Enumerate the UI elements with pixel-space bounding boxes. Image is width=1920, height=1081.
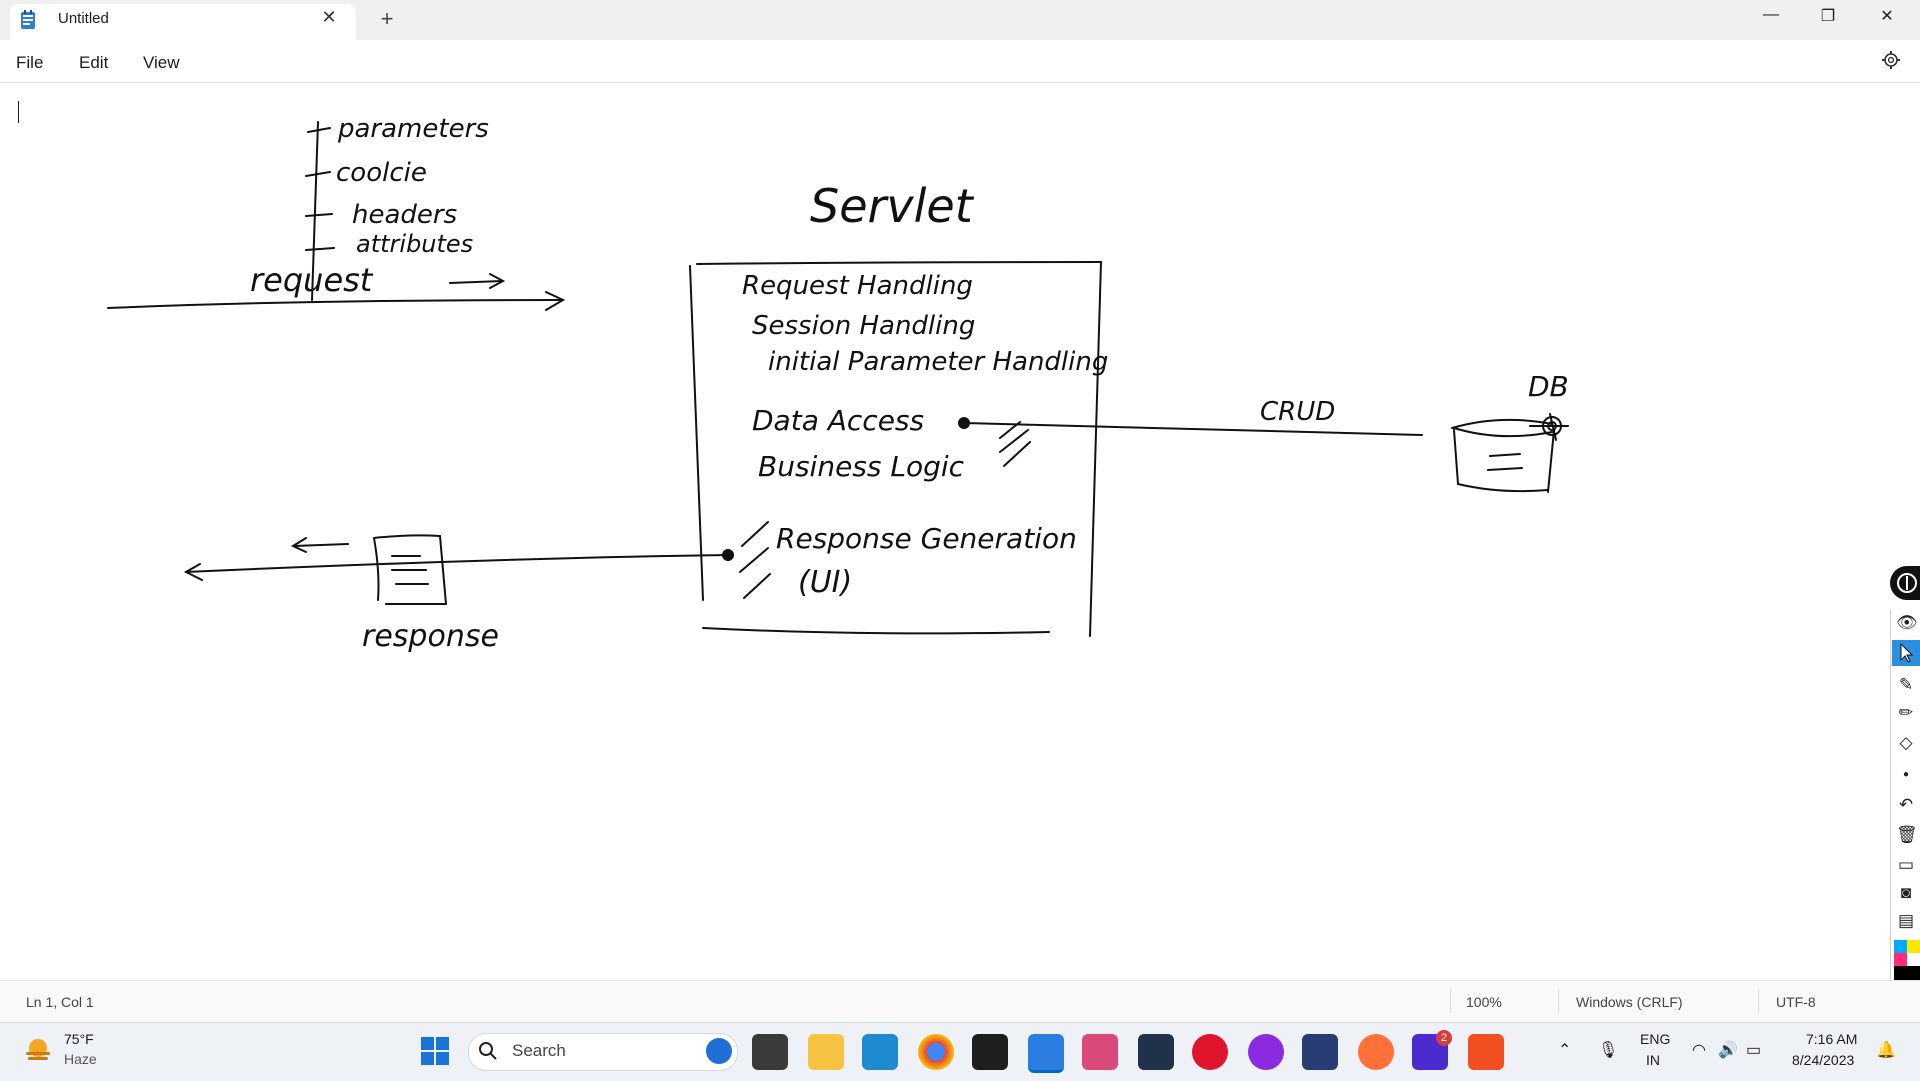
language-top[interactable]: ENG xyxy=(1640,1031,1671,1047)
microphone-icon[interactable]: 🎙 xyxy=(1598,1042,1619,1059)
dot-size-icon[interactable]: ● xyxy=(1902,769,1910,780)
chevron-up-icon[interactable]: ⌃ xyxy=(1558,1042,1572,1059)
trash-icon[interactable]: 🗑 xyxy=(1896,825,1918,844)
paint-icon[interactable] xyxy=(1082,1034,1118,1070)
status-divider xyxy=(1450,989,1451,1013)
menu-view[interactable]: View xyxy=(143,53,180,72)
encoding[interactable]: UTF-8 xyxy=(1776,994,1816,1010)
notification-badge: 2 xyxy=(1436,1030,1452,1046)
new-tab-button[interactable]: + xyxy=(380,6,394,31)
servlet-item-6: (UI) xyxy=(798,565,852,600)
mask-app-icon[interactable] xyxy=(1248,1034,1284,1070)
servlet-item-2: initial Parameter Handling xyxy=(768,347,1108,377)
servlet-item-1: Session Handling xyxy=(752,311,975,341)
file-explorer-icon[interactable] xyxy=(808,1034,844,1070)
ink-toolbar xyxy=(1890,610,1920,1002)
db-label: DB xyxy=(1528,370,1569,403)
language-bottom[interactable]: IN xyxy=(1646,1052,1660,1068)
request-attr-0: parameters xyxy=(337,114,489,144)
search-icon xyxy=(478,1041,498,1061)
request-label: request xyxy=(250,261,374,299)
terminal-icon[interactable] xyxy=(972,1034,1008,1070)
weather-icon[interactable] xyxy=(22,1034,54,1066)
vscode-icon[interactable] xyxy=(862,1034,898,1070)
eye-icon[interactable]: 👁 xyxy=(1896,613,1918,632)
start-button[interactable] xyxy=(418,1034,452,1068)
crud-label: CRUD xyxy=(1260,397,1335,427)
pen-icon[interactable]: ✏ xyxy=(1898,703,1914,722)
notifications-icon[interactable]: 🔔 xyxy=(1876,1042,1896,1059)
weather-desc: Haze xyxy=(64,1051,97,1067)
minimize-button[interactable]: — xyxy=(1763,6,1779,23)
undo-icon[interactable]: ↶ xyxy=(1898,795,1914,814)
search-placeholder: Search xyxy=(512,1041,566,1060)
battery-icon[interactable]: ▭ xyxy=(1746,1042,1762,1059)
chrome-icon[interactable] xyxy=(918,1034,954,1070)
menu-file[interactable]: File xyxy=(16,53,44,72)
tab-close-icon[interactable]: ✕ xyxy=(321,7,337,27)
highlighter-icon[interactable]: ✎ xyxy=(1898,675,1914,694)
status-divider xyxy=(1558,989,1559,1013)
servlet-item-4: Business Logic xyxy=(758,450,965,483)
text-caret xyxy=(18,101,19,123)
board-icon[interactable]: ▭ xyxy=(1897,855,1915,874)
menu-edit[interactable]: Edit xyxy=(79,53,109,72)
tab-untitled[interactable] xyxy=(10,4,356,40)
ink-drawing: parameters coolcie headers attributes re… xyxy=(107,114,1569,654)
clipboard-icon[interactable]: ▤ xyxy=(1897,911,1915,930)
intellij-icon[interactable] xyxy=(1302,1034,1338,1070)
clock-date[interactable]: 8/24/2023 xyxy=(1792,1052,1855,1068)
tab-title: Untitled xyxy=(58,10,109,27)
menu-bar xyxy=(0,40,1920,83)
firefox-icon[interactable] xyxy=(1358,1034,1394,1070)
servlet-item-5: Response Generation xyxy=(776,522,1077,555)
cursor-position: Ln 1, Col 1 xyxy=(26,994,94,1010)
line-ending[interactable]: Windows (CRLF) xyxy=(1576,994,1683,1010)
servlet-item-3: Data Access xyxy=(752,404,924,437)
status-divider xyxy=(1758,989,1759,1013)
notepad-taskbar-icon[interactable] xyxy=(1028,1034,1064,1073)
mysql-icon[interactable] xyxy=(1138,1034,1174,1070)
camera-icon[interactable]: ◙ xyxy=(1900,883,1912,902)
servlet-title: Servlet xyxy=(810,179,975,233)
close-button[interactable]: ✕ xyxy=(1880,8,1894,25)
volume-icon[interactable]: 🔊 xyxy=(1718,1042,1738,1059)
servlet-item-0: Request Handling xyxy=(742,271,973,301)
bing-icon[interactable] xyxy=(706,1038,732,1064)
wifi-icon[interactable]: ◠ xyxy=(1692,1042,1706,1059)
cursor-icon[interactable] xyxy=(1892,640,1920,666)
task-view-icon[interactable] xyxy=(752,1034,788,1070)
zoom-level[interactable]: 100% xyxy=(1466,994,1502,1010)
request-attr-2: headers xyxy=(352,200,457,230)
status-bar xyxy=(0,980,1920,1023)
clock-time[interactable]: 7:16 AM xyxy=(1806,1031,1858,1047)
opera-icon[interactable] xyxy=(1192,1034,1228,1070)
ink-toggle-button[interactable] xyxy=(1890,566,1920,600)
weather-temp: 75°F xyxy=(64,1031,94,1047)
search-box[interactable] xyxy=(468,1033,738,1071)
red-app-icon[interactable] xyxy=(1468,1034,1504,1070)
response-label: response xyxy=(362,619,499,654)
taskbar xyxy=(0,1022,1920,1081)
gear-icon[interactable] xyxy=(1881,50,1901,70)
request-attr-1: coolcie xyxy=(336,158,427,188)
eraser-icon[interactable]: ◇ xyxy=(1899,733,1913,752)
notepad-icon xyxy=(20,10,36,30)
request-attr-3: attributes xyxy=(356,230,473,258)
maximize-button[interactable]: ❐ xyxy=(1820,8,1836,25)
